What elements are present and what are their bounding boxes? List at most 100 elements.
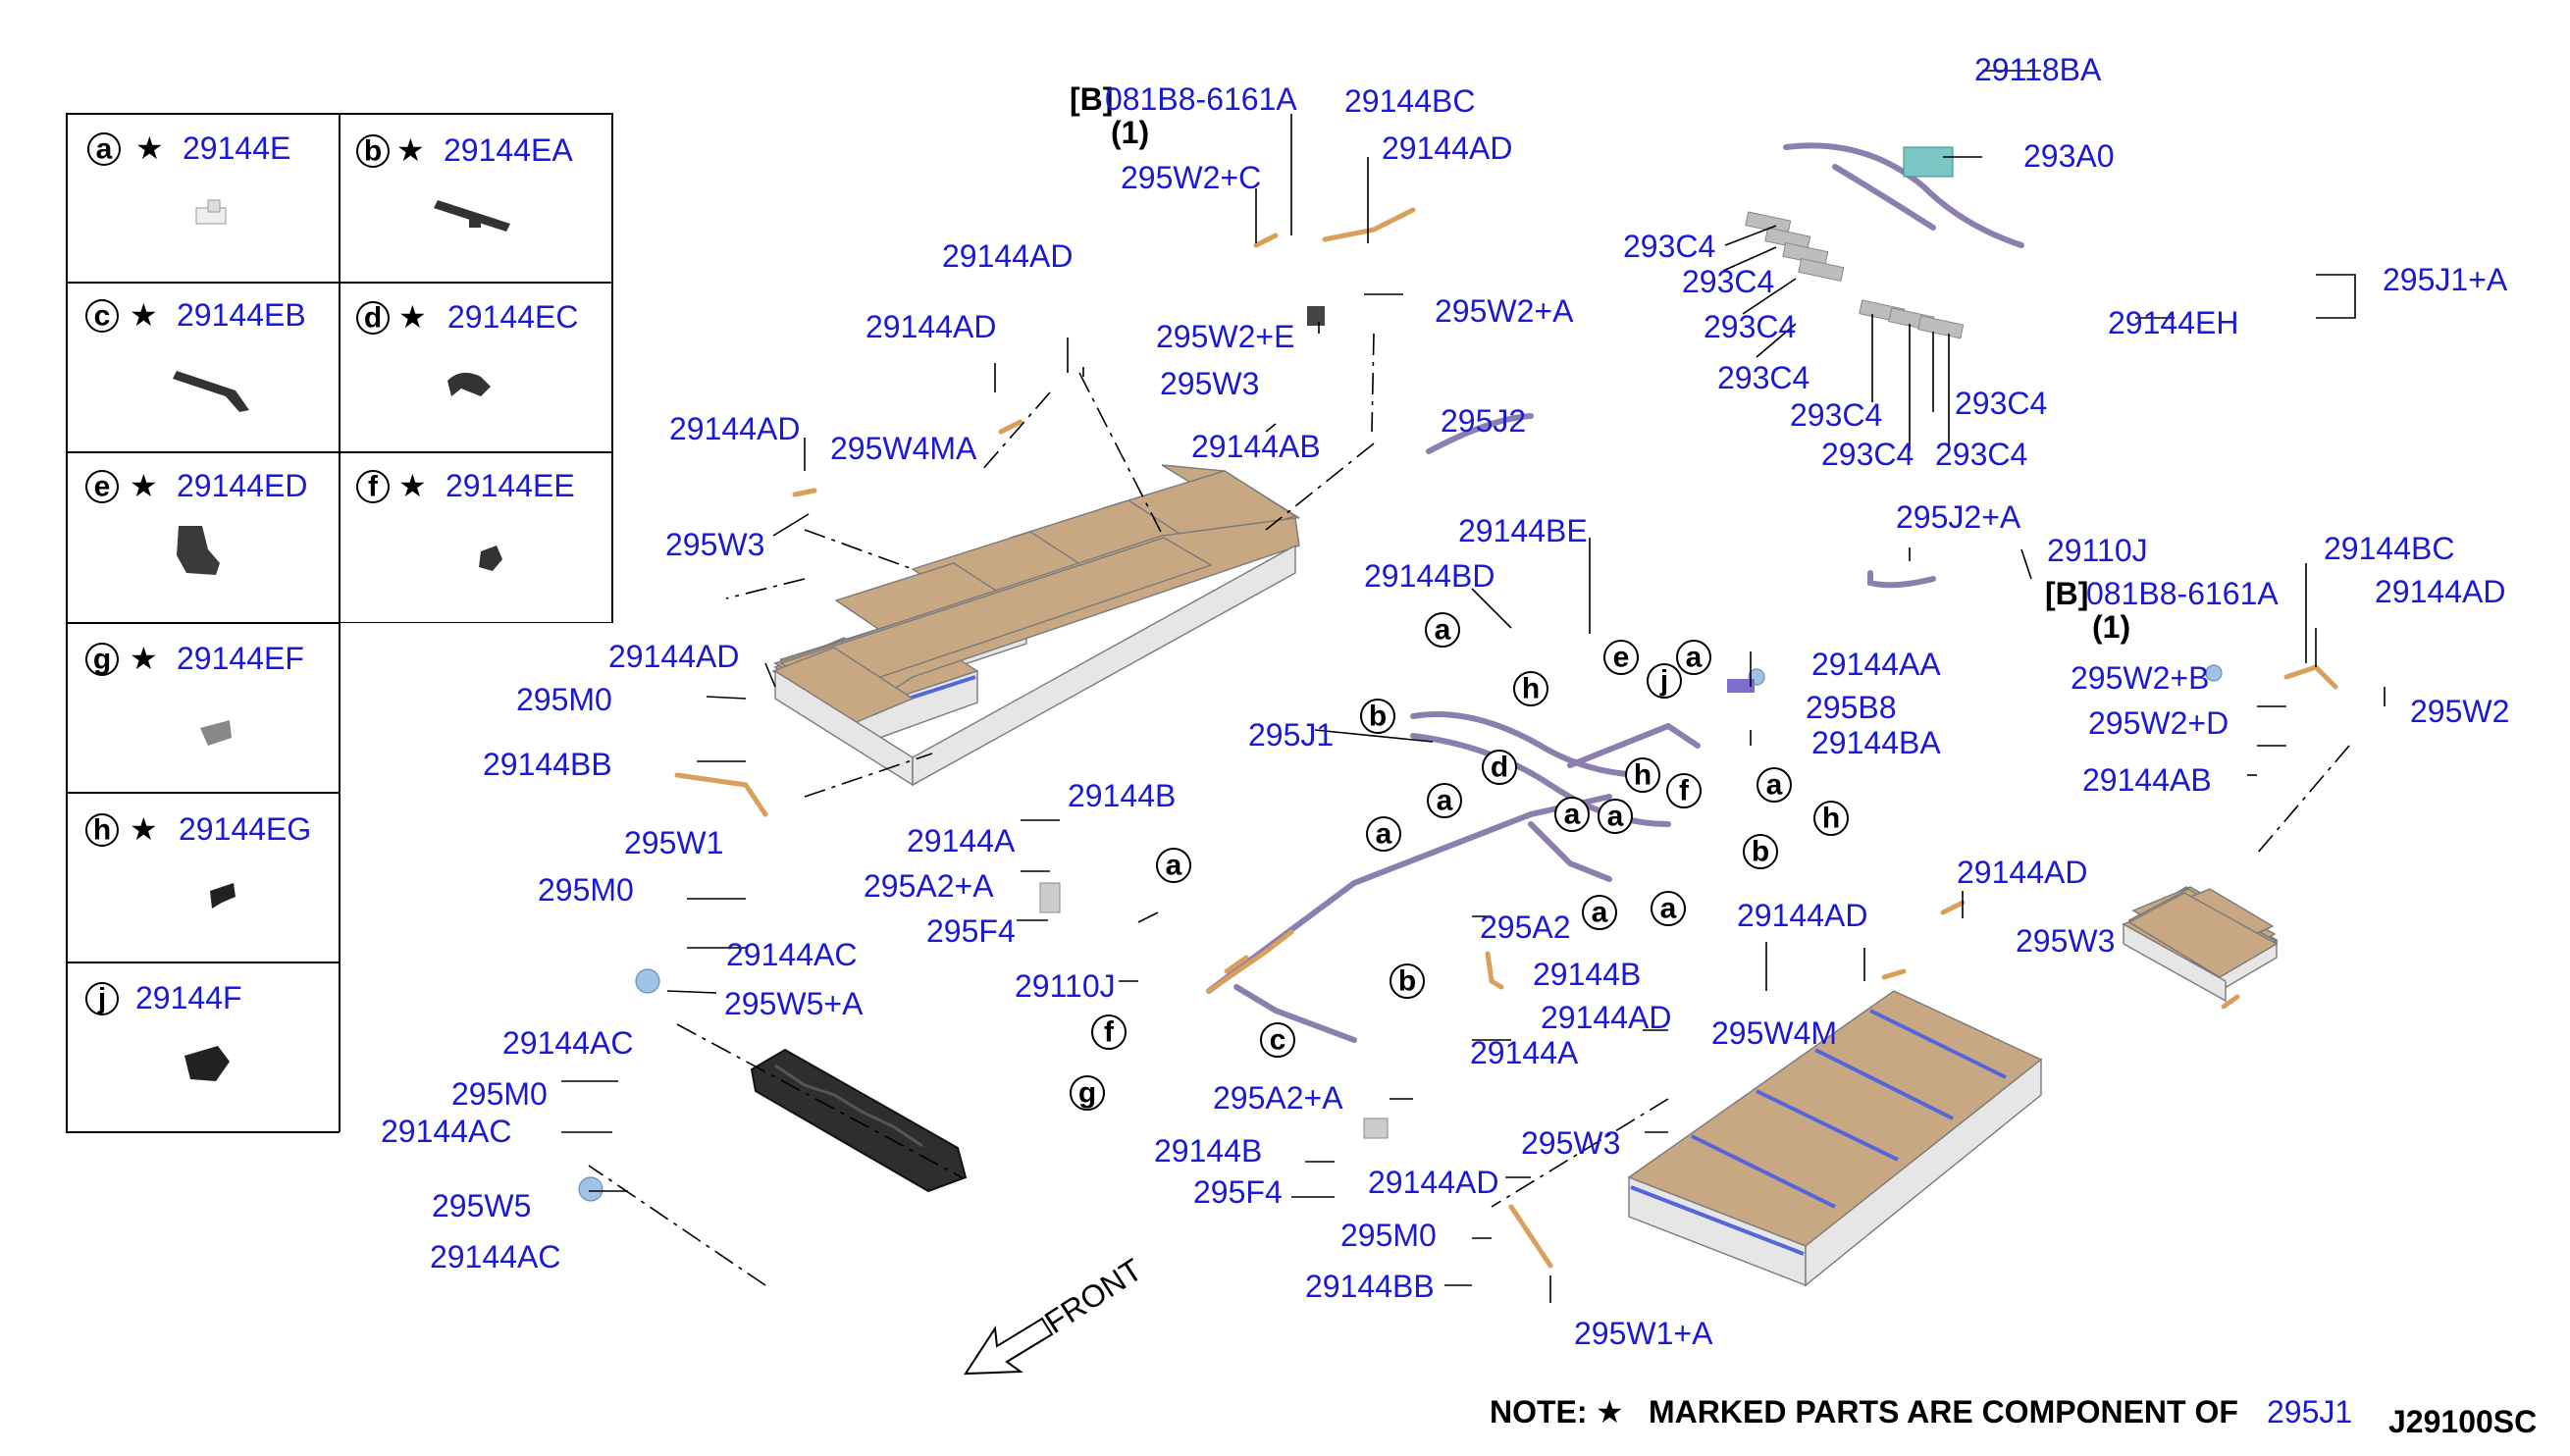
svg-text:g: g [1078, 1077, 1096, 1110]
callout-e-bubble [85, 470, 119, 503]
callout-j-bubble [85, 982, 119, 1015]
callout-b-2: b [1743, 834, 1778, 869]
note-text: MARKED PARTS ARE COMPONENT OF [1649, 1394, 2238, 1430]
legend-part: 29144EG [179, 811, 311, 847]
callout-b-bubble [356, 134, 390, 168]
part-label: 29144AD [1737, 898, 1867, 933]
callout-a-6: a [1598, 799, 1633, 834]
star-icon: ★ [1596, 1394, 1624, 1430]
arrow-icon [964, 1317, 1054, 1376]
part-label: 29110J [2047, 533, 2148, 568]
callout-a-2: a [1427, 783, 1462, 818]
part-label: 29144AC [381, 1114, 511, 1149]
clip-c-icon [173, 371, 249, 412]
part-label: 29144AC [430, 1239, 560, 1274]
legend-part: 29144F [135, 980, 242, 1015]
part-label: 293C4 [1821, 437, 1914, 472]
callout-g-1: g [1070, 1075, 1105, 1111]
junction-box-icon [1903, 146, 1954, 178]
front-arrow: FRONT [964, 1252, 1148, 1376]
svg-text:b: b [1752, 836, 1769, 868]
legend-item-f: f ★ 29144EE [356, 468, 575, 571]
part-label: 293C4 [1623, 229, 1715, 264]
part-label: 295M0 [1340, 1218, 1437, 1253]
callout-d-1: d [1482, 750, 1517, 785]
part-label: 29144BE [1458, 513, 1588, 548]
b-tag-label: [B] [1070, 81, 1113, 117]
part-label: 29144AC [726, 937, 857, 972]
isolated-parts [1039, 306, 1936, 1139]
part-label: 295W3 [1521, 1125, 1620, 1161]
clip-e-icon [177, 526, 220, 575]
part-label: 295W4MA [830, 431, 977, 466]
legend-item-j: j 29144F [85, 980, 242, 1081]
cell-connector-group-1 [1745, 211, 1845, 282]
svg-text:c: c [1270, 1024, 1286, 1057]
callout-a-8: a [1651, 891, 1686, 926]
star-icon: ★ [130, 297, 158, 333]
legend-letter: b [364, 135, 382, 168]
legend-letter: e [94, 471, 111, 503]
legend-item-d: d ★ 29144EC [356, 299, 578, 396]
part-label: 295B8 [1806, 690, 1897, 725]
svg-text:j: j [1659, 665, 1668, 698]
legend-part: 29144EC [447, 299, 578, 335]
part-label: 295J1 [1248, 717, 1334, 753]
callout-f-bubble [356, 470, 390, 503]
part-label: 295W2+B [2071, 660, 2209, 696]
clips [578, 664, 2223, 1202]
part-label: 293A0 [2023, 138, 2115, 174]
callout-e-1: e [1603, 640, 1639, 675]
clip-b-icon [434, 200, 510, 232]
clip-f-icon [479, 546, 502, 571]
phantom-lines [588, 333, 2350, 1286]
part-label: 29144EH [2108, 305, 2238, 340]
callout-a-3: a [1676, 640, 1711, 675]
part-label: 29144AD [669, 411, 800, 446]
part-label: 293C4 [1935, 437, 2027, 472]
leader-lines [561, 70, 2386, 1303]
svg-text:e: e [1613, 642, 1630, 674]
callout-j-1: j [1647, 663, 1682, 699]
part-label: 29144AD [2375, 574, 2505, 609]
part-label: 293C4 [1717, 360, 1809, 395]
legend-item-a: a ★ 29144E [87, 130, 290, 225]
part-label: 295W3 [1160, 366, 1259, 401]
part-label: 295M0 [538, 872, 634, 908]
callout-f-2: f [1091, 1014, 1127, 1050]
legend-item-e: e ★ 29144ED [85, 468, 307, 575]
part-label: 295W3 [2016, 923, 2115, 959]
part-label: 295F4 [926, 913, 1016, 949]
clip-d-icon [447, 372, 491, 396]
part-label: 29144BA [1811, 725, 1941, 760]
part-label: 295W2+E [1156, 319, 1294, 354]
part-label: 295J1+A [2383, 262, 2508, 297]
part-label: 295W2+C [1121, 160, 1261, 195]
svg-text:a: a [1607, 801, 1624, 833]
svg-text:a: a [1660, 893, 1677, 925]
qty-label: (1) [1111, 115, 1149, 150]
part-label: 295M0 [451, 1076, 548, 1112]
part-label: 295W5 [432, 1188, 531, 1223]
callout-a-7: a [1582, 895, 1617, 930]
battery-stack-lower [1627, 990, 2043, 1287]
note-prefix: NOTE: [1490, 1394, 1588, 1430]
callout-a-1: a [1425, 612, 1460, 648]
legend-letter: a [96, 133, 113, 166]
svg-text:a: a [1166, 850, 1182, 882]
legend-letter: d [364, 302, 382, 335]
part-label: 29144AB [1191, 429, 1321, 464]
callout-a-bubble [87, 132, 121, 166]
top-harness [1783, 142, 2024, 248]
part-label: 29144AA [1811, 647, 1941, 682]
part-label: 29144BC [1344, 83, 1475, 119]
cell-connector-group-2 [1859, 299, 1965, 339]
star-icon: ★ [130, 641, 158, 676]
part-label: 29144AD [1382, 130, 1512, 166]
callout-h-bubble [85, 813, 119, 847]
svg-text:a: a [1592, 897, 1608, 929]
part-label: 29144AD [608, 639, 739, 674]
lead-wires [674, 207, 2338, 1269]
b-tag-label: [B] [2045, 576, 2088, 611]
part-label: 293C4 [1682, 264, 1774, 299]
